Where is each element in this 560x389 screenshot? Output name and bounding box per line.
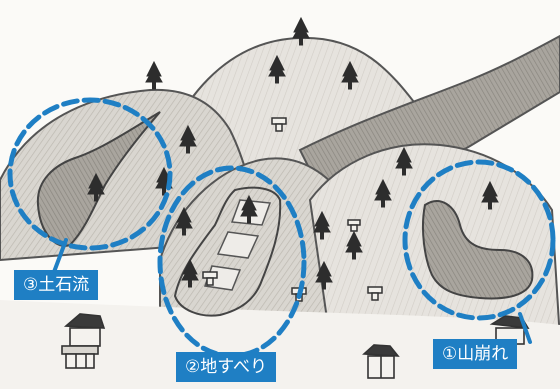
- house-left: [61, 313, 106, 369]
- ground: [0, 300, 560, 389]
- landslide-label: ②地すべり: [176, 352, 277, 382]
- house-middle: [362, 344, 400, 379]
- debris-flow-label: ③土石流: [14, 270, 99, 300]
- slope-failure-scar: [422, 200, 534, 300]
- debris-flow-circle: [7, 97, 173, 251]
- slope-failure-circle: [402, 159, 556, 321]
- slope-failure-label: ①山崩れ: [433, 339, 518, 369]
